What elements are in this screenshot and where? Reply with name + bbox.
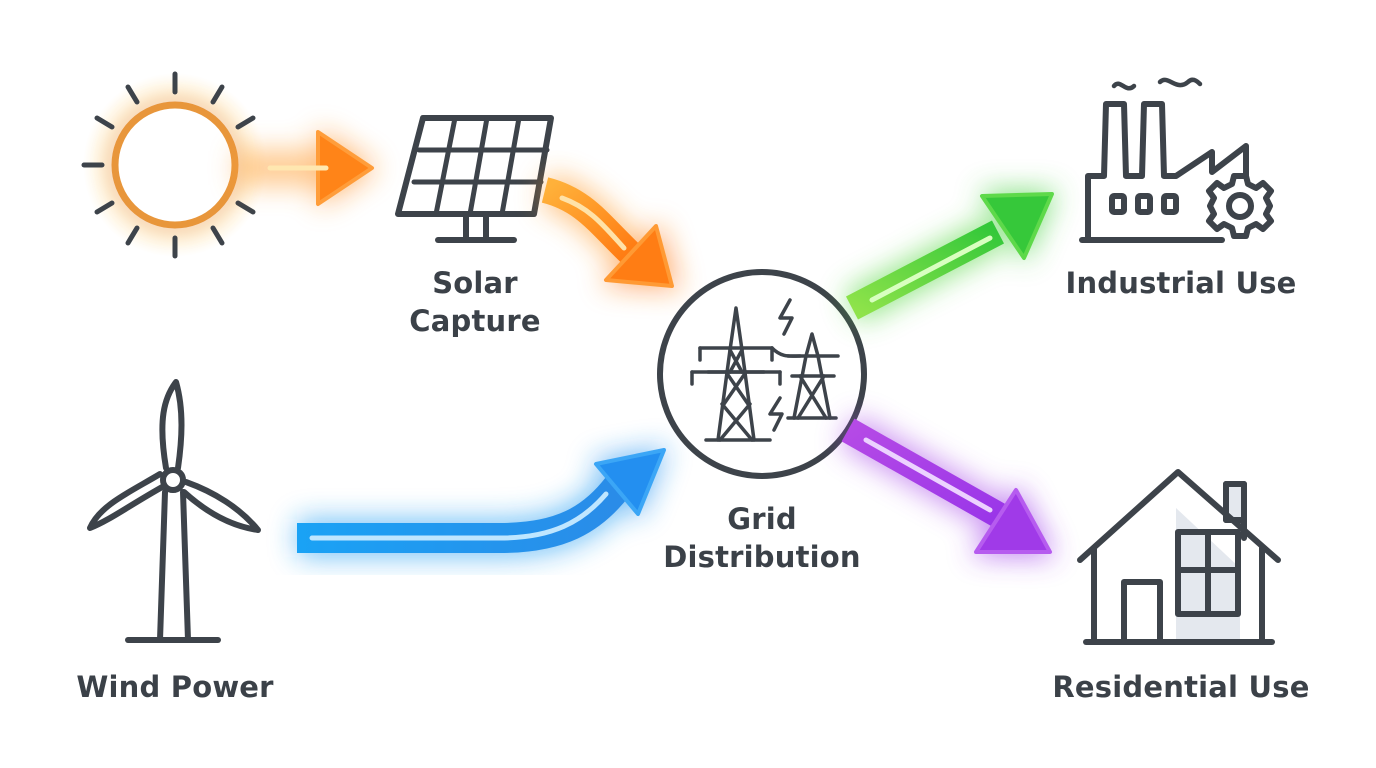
residential-use-label: Residential Use <box>1052 670 1310 704</box>
solar-capture-label: Solar Capture <box>390 264 560 340</box>
solar-to-grid-arrow <box>540 173 680 290</box>
grid-label-line1: Grid <box>727 502 797 536</box>
grid-to-industrial-arrow <box>844 190 1058 324</box>
grid-distribution-icon <box>657 269 867 479</box>
grid-label-line2: Distribution <box>663 540 861 574</box>
solar-label-line1: Solar <box>432 266 518 300</box>
solar-label-line2: Capture <box>409 304 541 338</box>
wind-turbine-icon <box>87 379 261 643</box>
grid-distribution-label: Grid Distribution <box>640 500 884 576</box>
solar-panel-icon <box>395 115 554 243</box>
industrial-use-label: Industrial Use <box>1065 266 1297 300</box>
wind-power-label: Wind Power <box>76 670 274 704</box>
factory-icon <box>1079 77 1274 243</box>
grid-to-residential-arrow <box>839 415 1056 558</box>
wind-to-grid-arrow <box>297 446 668 557</box>
sun-icon <box>81 71 267 259</box>
house-icon <box>1077 469 1281 645</box>
sun-to-solar-arrow <box>238 128 378 208</box>
